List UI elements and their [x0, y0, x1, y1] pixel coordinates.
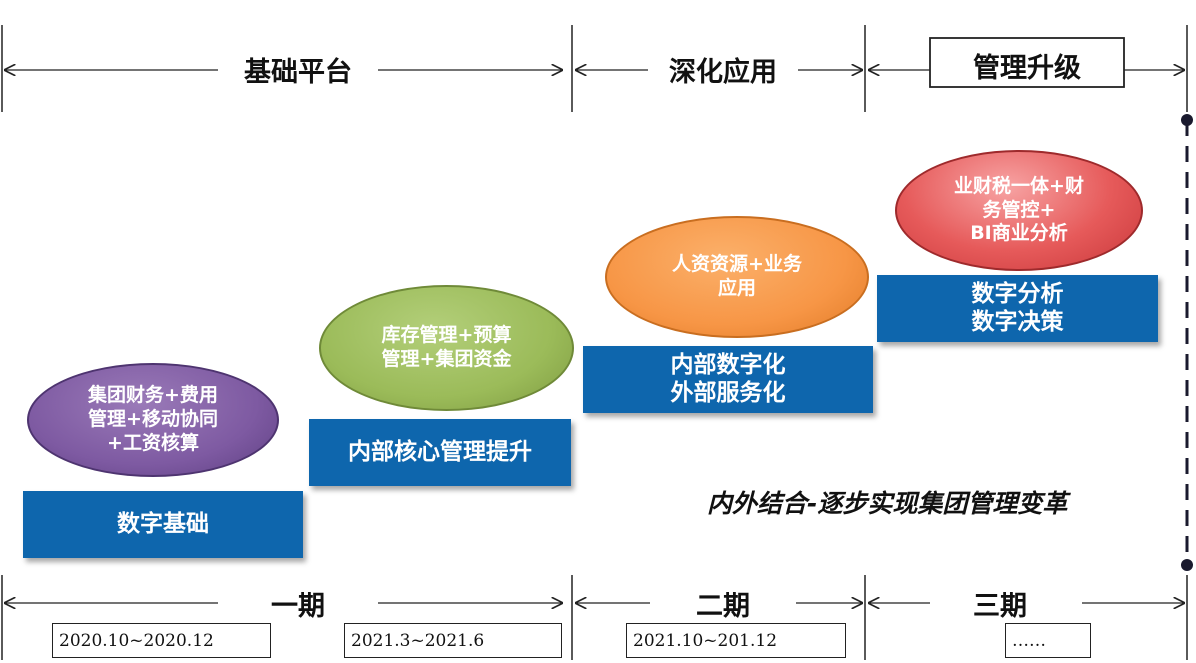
- timeline-dot-bottom: [1181, 559, 1193, 571]
- step-box-4: 数字分析 数字决策: [877, 275, 1158, 342]
- step-oval-4: 业财税一体+财 务管控+ BI商业分析: [895, 150, 1143, 271]
- period-label-1: 一期: [271, 591, 325, 622]
- step-box-2: 内部核心管理提升: [309, 419, 571, 486]
- step-oval-2: 库存管理+预算 管理+集团资金: [319, 285, 574, 411]
- slogan-text: 内外结合-逐步实现集团管理变革: [707, 489, 1068, 518]
- period-date-2: 2021.3~2021.6: [344, 623, 562, 658]
- period-label-2: 二期: [696, 591, 750, 622]
- step-box-1: 数字基础: [23, 491, 303, 558]
- period-date-3: 2021.10~201.12: [626, 623, 846, 658]
- stage-title-foundation: 基础平台: [244, 57, 352, 88]
- step-box-3: 内部数字化 外部服务化: [583, 346, 873, 413]
- stage-title-deepen: 深化应用: [669, 57, 777, 88]
- stage-title-upgrade: 管理升级: [973, 53, 1081, 84]
- period-label-3: 三期: [973, 591, 1027, 622]
- timeline-dot-top: [1181, 114, 1193, 126]
- period-date-1: 2020.10~2020.12: [52, 623, 271, 658]
- stage-title-frame: [929, 37, 1125, 88]
- step-oval-3: 人资资源+业务 应用: [605, 216, 869, 338]
- period-date-4: ……: [1005, 623, 1091, 658]
- step-oval-1: 集团财务+费用 管理+移动协同 +工资核算: [27, 363, 279, 477]
